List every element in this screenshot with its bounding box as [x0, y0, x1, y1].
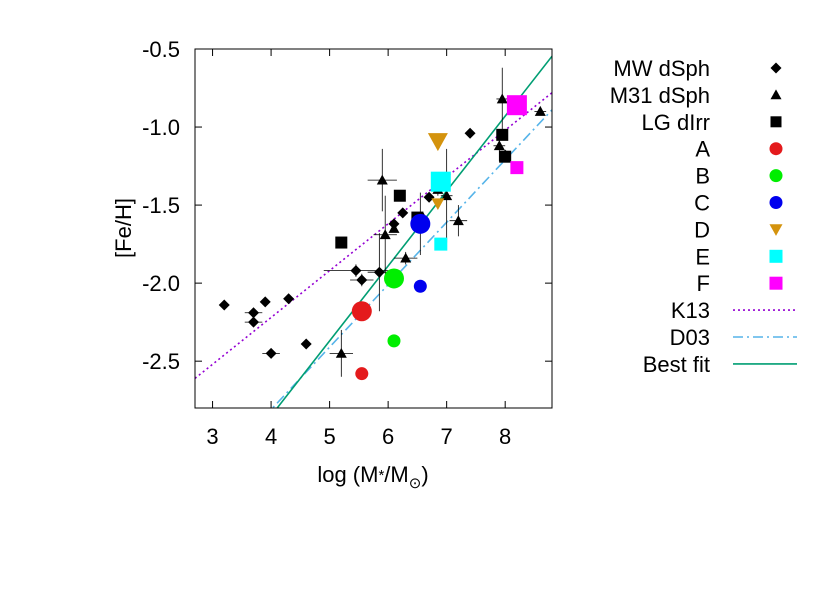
point-m31-dsph [388, 223, 400, 233]
ticks-layer: 3 4 5 6 7 8 -0.5 -1.0 -1.5 -2.0 -2.5 [142, 37, 552, 449]
point-m31-dsph [400, 252, 412, 263]
point-f [510, 161, 524, 175]
legend-label-d: D [694, 217, 710, 242]
point-mw-dsph [300, 338, 312, 350]
x-tick-label: 5 [323, 424, 335, 449]
legend-marker-mw-dsph [770, 62, 782, 74]
x-axis-label: log (M*/M⊙) [317, 462, 428, 492]
legend-label-f: F [697, 271, 710, 296]
point-m31-dsph [441, 190, 453, 201]
y-tick-label: -1.5 [142, 193, 180, 218]
point-mw-dsph [397, 207, 409, 219]
legend-label-b: B [695, 164, 710, 189]
x-tick-label: 3 [206, 424, 218, 449]
y-tick-label: -1.0 [142, 115, 180, 140]
legend-label-e: E [695, 244, 710, 269]
point-a [355, 367, 369, 381]
point-e [434, 237, 448, 251]
point-mw-dsph [265, 347, 277, 359]
point-lg-dirr [393, 189, 406, 202]
point-mw-dsph [464, 127, 476, 139]
y-axis-label: [Fe/H] [111, 198, 136, 258]
point-mw-dsph [283, 293, 295, 305]
point-mw-dsph [218, 299, 230, 311]
legend-label-a: A [695, 137, 710, 162]
point-a [351, 301, 372, 322]
legend-label-m31-dsph: M31 dSph [610, 83, 710, 108]
point-b [387, 334, 401, 348]
point-m31-dsph [534, 105, 546, 116]
legend-marker-lg-dirr [770, 116, 782, 128]
legend-marker-e [769, 249, 783, 263]
y-tick-label: -0.5 [142, 37, 180, 62]
point-b [383, 268, 404, 289]
legend-label-mw-dsph: MW dSph [613, 56, 710, 81]
point-mw-dsph [248, 307, 260, 319]
point-mw-dsph [356, 274, 368, 286]
point-d [427, 133, 448, 152]
y-tick-label: -2.0 [142, 271, 180, 296]
point-c [413, 279, 427, 293]
legend-label-best-fit: Best fit [643, 352, 710, 377]
point-mw-dsph [423, 191, 435, 203]
legend-label-c: C [694, 191, 710, 216]
legend-marker-d [769, 224, 783, 236]
point-c [410, 213, 431, 234]
point-m31-dsph [335, 347, 347, 358]
point-mw-dsph [373, 266, 385, 278]
point-lg-dirr [499, 150, 512, 163]
fit-lines-layer [195, 55, 552, 408]
legend-label-k13: K13 [671, 298, 710, 323]
point-m31-dsph [452, 215, 464, 226]
fit-line-k13 [195, 92, 552, 379]
point-mw-dsph [259, 296, 271, 308]
x-tick-label: 7 [441, 424, 453, 449]
plot-frame [194, 48, 553, 409]
y-tick-label: -2.5 [142, 349, 180, 374]
point-mw-dsph [350, 265, 362, 277]
legend-marker-m31-dsph [770, 89, 782, 100]
fit-line-best-fit [276, 55, 552, 408]
x-tick-label: 4 [265, 424, 277, 449]
point-lg-dirr [496, 128, 509, 141]
legend-marker-c [769, 196, 783, 209]
points-layer [218, 93, 546, 381]
point-d [431, 198, 445, 211]
point-mw-dsph [248, 316, 260, 328]
point-m31-dsph [496, 93, 508, 104]
legend-label-lg-dirr: LG dIrr [642, 110, 710, 135]
point-m31-dsph [376, 174, 388, 185]
point-e [430, 171, 451, 192]
point-m31-dsph [493, 140, 505, 151]
x-tick-label: 8 [499, 424, 511, 449]
x-tick-label: 6 [382, 424, 394, 449]
fit-line-d03 [271, 109, 552, 408]
point-lg-dirr [335, 236, 348, 249]
point-m31-dsph [379, 229, 391, 240]
point-f [506, 95, 527, 116]
legend-label-d03: D03 [670, 325, 710, 350]
legend-marker-f [769, 276, 783, 290]
legend-marker-b [769, 169, 783, 183]
legend-marker-a [769, 142, 783, 156]
